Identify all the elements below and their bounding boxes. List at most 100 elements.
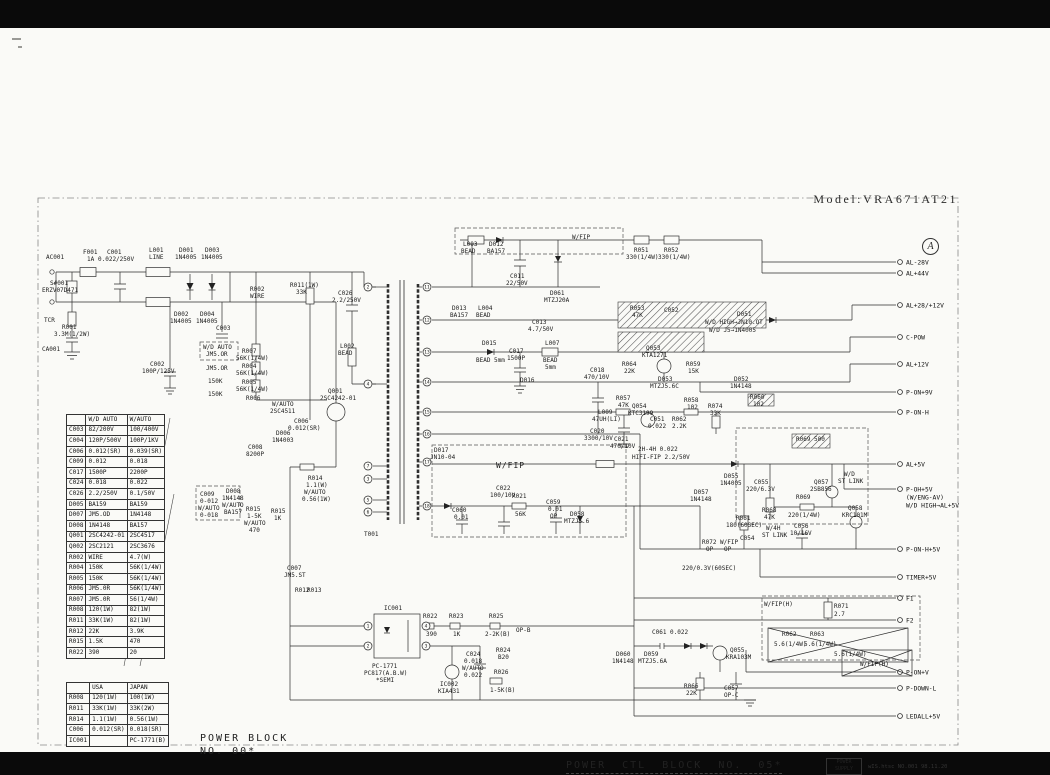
component-label: W/AUTO (272, 401, 294, 408)
table-cell: Q001 (65, 530, 87, 543)
component-label: T001 (364, 531, 379, 538)
component-label: D016 (520, 377, 535, 384)
table-cell: 82/200V (85, 424, 128, 437)
component-label: C026 (338, 290, 353, 297)
pin-marker (363, 621, 373, 631)
component-label: 0.022 (464, 672, 483, 679)
component-label: C054 (740, 535, 755, 542)
component-label: R011(1W) (290, 282, 319, 289)
table-cell: 0.1/50V (126, 488, 166, 500)
component-label: R061 (736, 515, 751, 522)
output-terminal-dot (897, 334, 903, 340)
pin-marker (363, 507, 373, 517)
component-label: R022 (423, 613, 438, 620)
pin-marker (422, 315, 432, 325)
component-label: 1K (453, 631, 461, 638)
component-label: *SEMI (376, 677, 395, 684)
table-cell: IC001 (65, 734, 91, 747)
table-cell: 100P/1KV (126, 435, 166, 447)
component-label: 2H-4H 0.022 (638, 446, 678, 453)
table-cell: 22K (85, 625, 128, 638)
component-label: W/FIP (720, 539, 739, 546)
component-label: MTZJ20A (544, 297, 570, 304)
component-label: 2.7 (834, 611, 845, 618)
component-label: D017 (434, 447, 449, 454)
component-label: 0-012 (200, 498, 219, 505)
component-label: C001 (107, 249, 122, 256)
component-label: D015 (482, 340, 497, 347)
component-label: L009 (598, 409, 613, 416)
table-cell: R005 (65, 572, 87, 585)
output-terminal-label: W/D HIGH→AL+5V (906, 503, 959, 510)
component-label: 0.56(1W) (302, 496, 331, 503)
table-cell: R008 (65, 692, 91, 705)
pin-marker (363, 379, 373, 389)
component-label: 1K (274, 515, 282, 522)
output-terminal-label: P-ON-H+5V (906, 547, 940, 554)
table-cell: 56K(1/4W) (126, 572, 166, 585)
component-label: C060 (452, 507, 467, 514)
table-cell: 120(1W) (89, 692, 128, 705)
output-terminal-label: (W/ENG-AV) (906, 495, 944, 502)
component-label: C021 (614, 436, 629, 443)
component-label: 0.01 (454, 514, 469, 521)
component-label: R063 (810, 631, 825, 638)
table-cell: C006 (65, 724, 91, 736)
component-label: C056 (794, 523, 809, 530)
component-label: W/FIP (572, 234, 591, 241)
table-cell: 56(1/4W) (126, 594, 166, 606)
component-label: 1-5K (247, 513, 262, 520)
component-label: C002 (150, 361, 165, 368)
component-label: 1N4005 (201, 254, 223, 261)
component-label: 47UH(LI) (592, 416, 621, 423)
component-label: D060 (616, 651, 631, 658)
pin-number: 18 (424, 504, 430, 510)
pin-number: 7 (367, 464, 370, 470)
table-header-cell (65, 682, 91, 694)
pin-number: 12 (424, 318, 430, 324)
table-cell: C006 (65, 445, 87, 458)
table-cell: 470 (126, 636, 166, 649)
table-cell: 0.012 (85, 456, 128, 468)
component-label: L002 (340, 343, 355, 350)
component-label: R023 (449, 613, 464, 620)
table-cell: 33K(2W) (126, 703, 169, 715)
component-label: W/FIP(H) (764, 601, 793, 608)
component-label: R068 (762, 507, 777, 514)
component-label: W/FIP(H) (860, 661, 889, 668)
component-label: 56K(1/4W) (236, 355, 269, 362)
component-label: S#001 (50, 280, 69, 287)
component-label: C003 (216, 325, 231, 332)
component-label: 390 (426, 631, 437, 638)
table-header-cell: W/AUTO (126, 414, 166, 426)
component-label: 470/10V (610, 443, 636, 450)
pin-number: 15 (424, 410, 430, 416)
component-label: 15K (688, 368, 699, 375)
component-label: 2SB856 (810, 486, 832, 493)
component-label: C055 (754, 479, 769, 486)
component-label: 10/16V (790, 530, 812, 537)
output-terminal-dot (897, 409, 903, 415)
component-label: Q055 (730, 647, 745, 654)
component-label: 1N4148 (612, 658, 634, 665)
pin-marker (421, 621, 431, 631)
pin-marker (422, 429, 432, 439)
component-label: BEAD (476, 312, 491, 319)
component-label: C059 (546, 499, 561, 506)
page-marker: A (922, 238, 939, 255)
pin-number: 4 (367, 382, 370, 388)
component-label: 1N4148 (222, 495, 244, 502)
model-label: Model:VRA671AT21 (813, 192, 958, 206)
component-label: MTZJ5.6A (638, 658, 667, 665)
table-cell: BA159 (85, 498, 128, 511)
component-label: D055 (724, 473, 739, 480)
